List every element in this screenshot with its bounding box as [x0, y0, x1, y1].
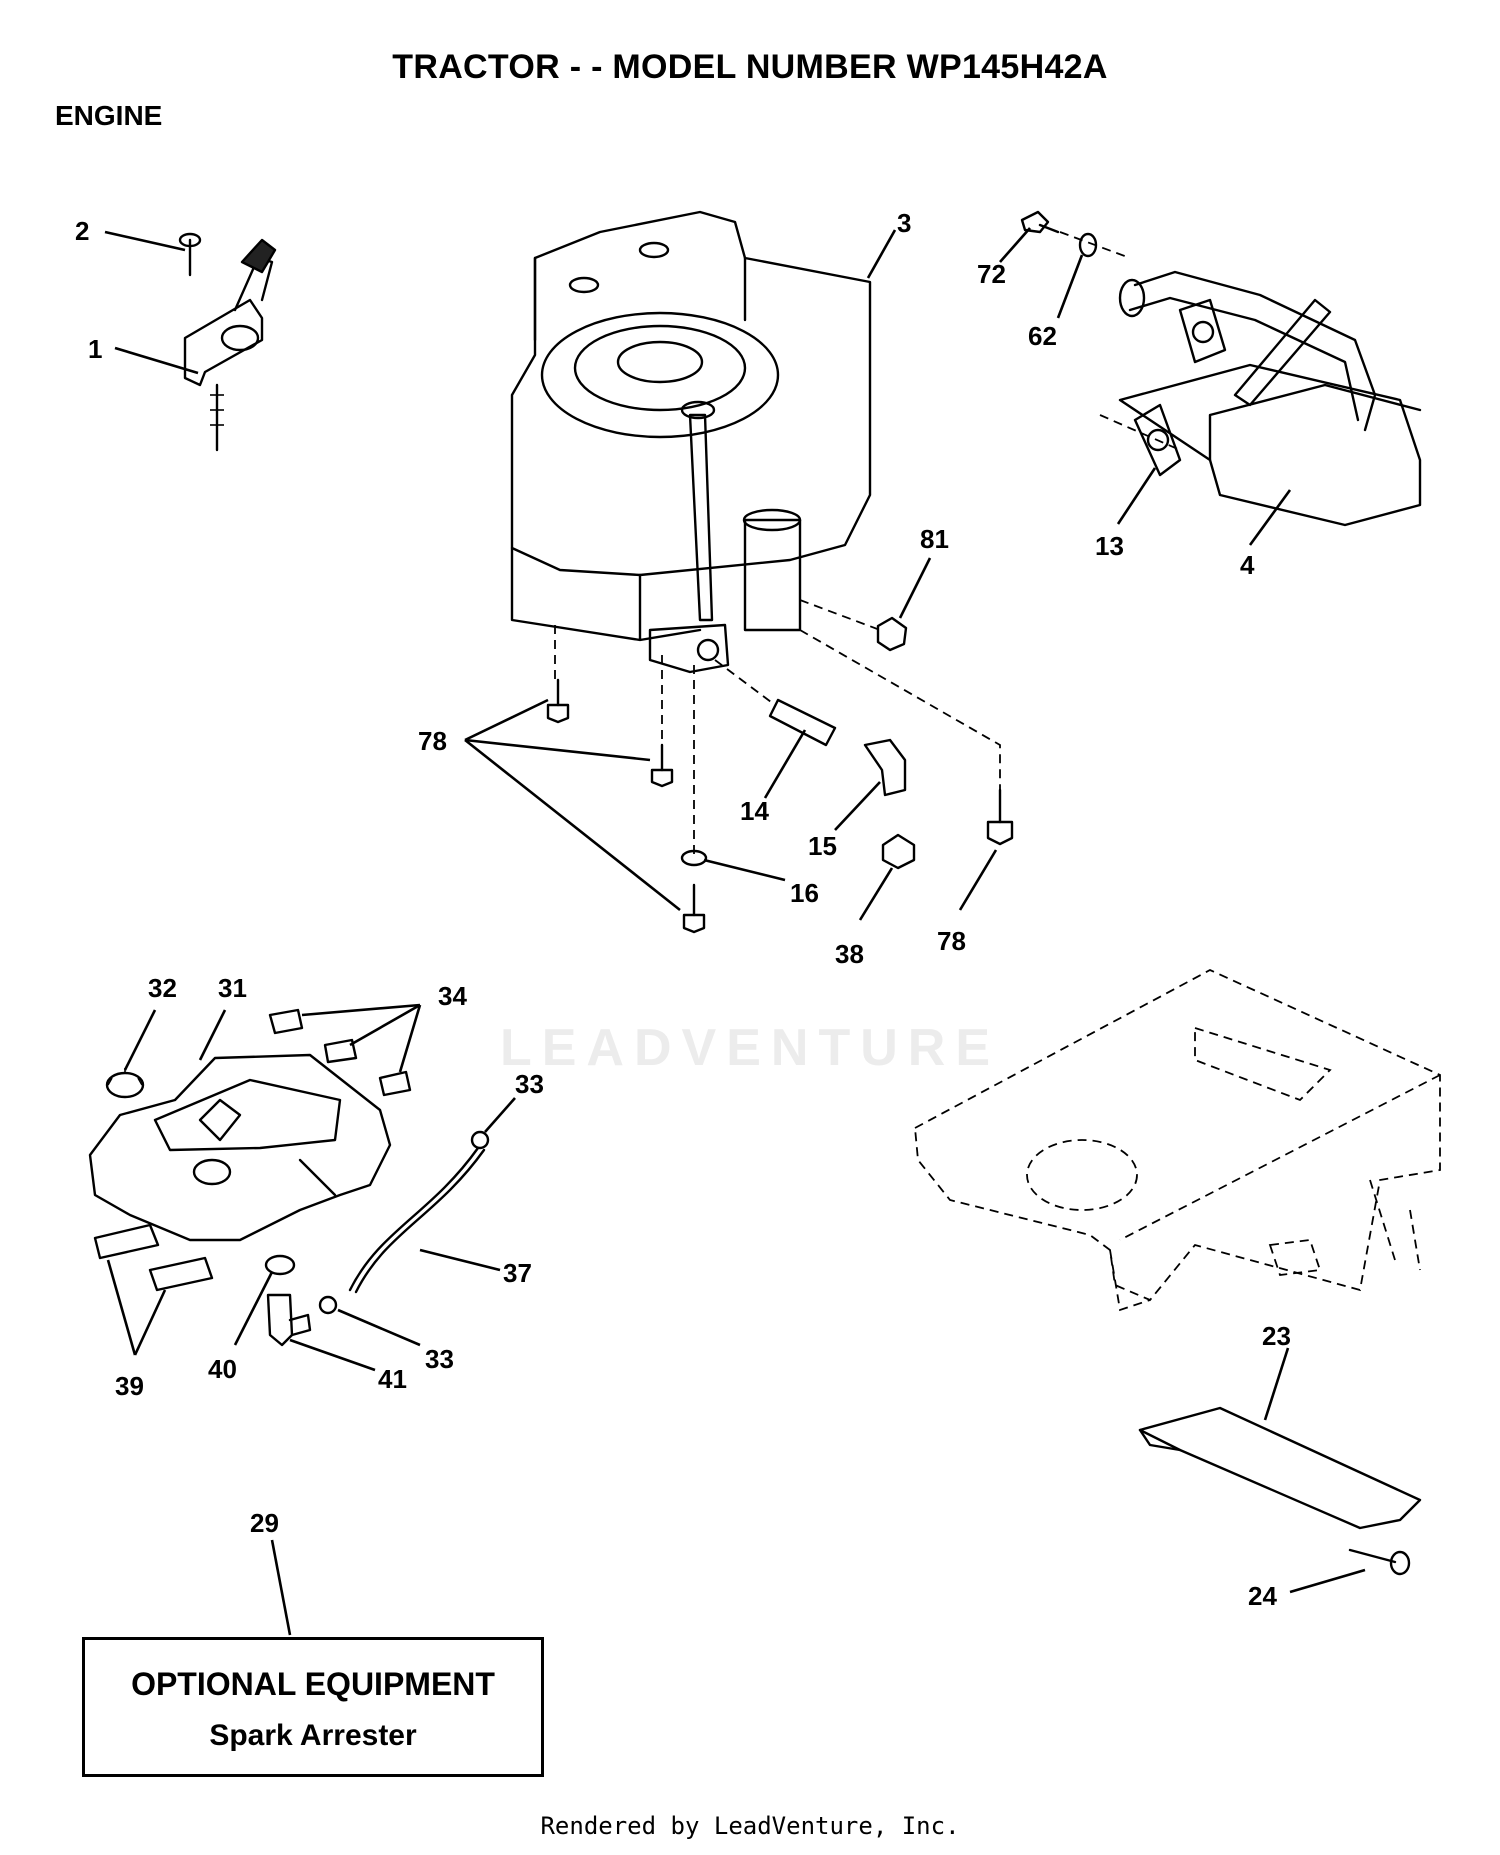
optional-equipment-heading: OPTIONAL EQUIPMENT — [131, 1666, 495, 1702]
leader-line — [398, 1004, 422, 1073]
pads-39-part[interactable] — [93, 1223, 214, 1292]
elbow-15-part[interactable] — [863, 738, 907, 797]
callout-78: 78 — [418, 726, 447, 756]
nut-38-part[interactable] — [881, 833, 916, 870]
assembly-dashed-line — [1059, 231, 1131, 259]
valve-41-part[interactable] — [266, 1293, 312, 1347]
watermark-logo: LEADVENTURE — [499, 1019, 1001, 1077]
grommet-40-part[interactable] — [264, 1254, 296, 1276]
leader-line — [834, 781, 881, 831]
leader-line — [104, 230, 186, 252]
leader-line — [106, 1259, 137, 1356]
washer-16-part[interactable] — [680, 849, 708, 867]
muffler-part[interactable] — [1118, 270, 1422, 527]
callout-33: 33 — [425, 1344, 454, 1374]
leader-line — [703, 858, 786, 882]
optional-equipment-box: OPTIONAL EQUIPMENT Spark Arrester — [82, 1637, 544, 1777]
callout-39: 39 — [115, 1371, 144, 1401]
leader-line — [1116, 467, 1157, 525]
spark-arrester-label: Spark Arrester — [209, 1719, 417, 1752]
callout-31: 31 — [218, 973, 247, 1003]
assembly-dashed-line — [714, 659, 776, 706]
callout-3: 3 — [897, 208, 911, 238]
leader-line — [349, 1003, 421, 1047]
callout-4: 4 — [1240, 550, 1255, 580]
leader-line — [1263, 1347, 1290, 1421]
fuel-tank-part[interactable] — [88, 1053, 392, 1242]
cap-32-part[interactable] — [105, 1068, 145, 1099]
callout-24: 24 — [1248, 1581, 1277, 1611]
bolt-78-part[interactable] — [546, 678, 1014, 934]
callout-38: 38 — [835, 939, 864, 969]
leader-line — [464, 738, 651, 762]
frame-reference-outline — [914, 968, 1441, 1312]
callout-29: 29 — [250, 1508, 279, 1538]
leader-line — [898, 557, 932, 619]
leader-line — [464, 698, 549, 742]
render-credit: Rendered by LeadVenture, Inc. — [540, 1812, 960, 1840]
assembly-dashed-line — [799, 599, 881, 631]
nut-81-part[interactable] — [876, 616, 908, 652]
leader-line — [337, 1308, 421, 1347]
leader-line — [999, 227, 1031, 263]
cover-plate-23-part[interactable] — [1138, 1406, 1422, 1530]
leader-line — [301, 1003, 421, 1017]
page-title: TRACTOR - - MODEL NUMBER WP145H42A — [392, 48, 1108, 86]
gasket-13-part[interactable] — [1133, 403, 1182, 477]
callout-72: 72 — [977, 259, 1006, 289]
callout-32: 32 — [148, 973, 177, 1003]
screw-24-part[interactable] — [1348, 1548, 1411, 1576]
leader-line — [270, 1539, 292, 1636]
callout-1: 1 — [88, 334, 102, 364]
callout-14: 14 — [740, 796, 769, 826]
leader-line — [198, 1009, 227, 1061]
clamp-33-part[interactable] — [470, 1130, 490, 1150]
clamp-33-part[interactable] — [318, 1295, 338, 1315]
leader-line — [763, 729, 807, 799]
leader-line — [464, 738, 681, 912]
leader-line — [1289, 1568, 1366, 1594]
leader-line — [866, 229, 897, 279]
leader-line — [1248, 489, 1292, 546]
leader-line — [858, 867, 894, 921]
callout-16: 16 — [790, 878, 819, 908]
callout-23: 23 — [1262, 1321, 1291, 1351]
callout-40: 40 — [208, 1354, 237, 1384]
leader-line — [133, 1289, 167, 1356]
section-heading: ENGINE — [55, 100, 163, 131]
fuel-line-37-part[interactable] — [348, 1146, 480, 1292]
callout-81: 81 — [920, 524, 949, 554]
callout-78: 78 — [937, 926, 966, 956]
callout-62: 62 — [1028, 321, 1057, 351]
callout-13: 13 — [1095, 531, 1124, 561]
nipple-14-part[interactable] — [768, 698, 837, 747]
leader-line — [123, 1009, 157, 1071]
callout-33: 33 — [515, 1069, 544, 1099]
leader-line — [419, 1248, 501, 1272]
throttle-control-part[interactable] — [178, 232, 277, 452]
leader-line — [958, 849, 998, 911]
leader-line — [1056, 254, 1084, 319]
callout-15: 15 — [808, 831, 837, 861]
assembly-dashed-line — [554, 625, 1001, 860]
leader-line — [114, 346, 199, 375]
callout-34: 34 — [438, 981, 467, 1011]
leader-line — [233, 1271, 274, 1346]
callout-41: 41 — [378, 1364, 407, 1394]
bolt-72-part[interactable] — [1020, 210, 1060, 234]
callout-37: 37 — [503, 1258, 532, 1288]
pads-34-part[interactable] — [268, 1008, 412, 1097]
leader-line — [484, 1097, 516, 1133]
engine-part[interactable] — [510, 210, 872, 674]
leader-line — [289, 1338, 376, 1372]
callout-2: 2 — [75, 216, 89, 246]
